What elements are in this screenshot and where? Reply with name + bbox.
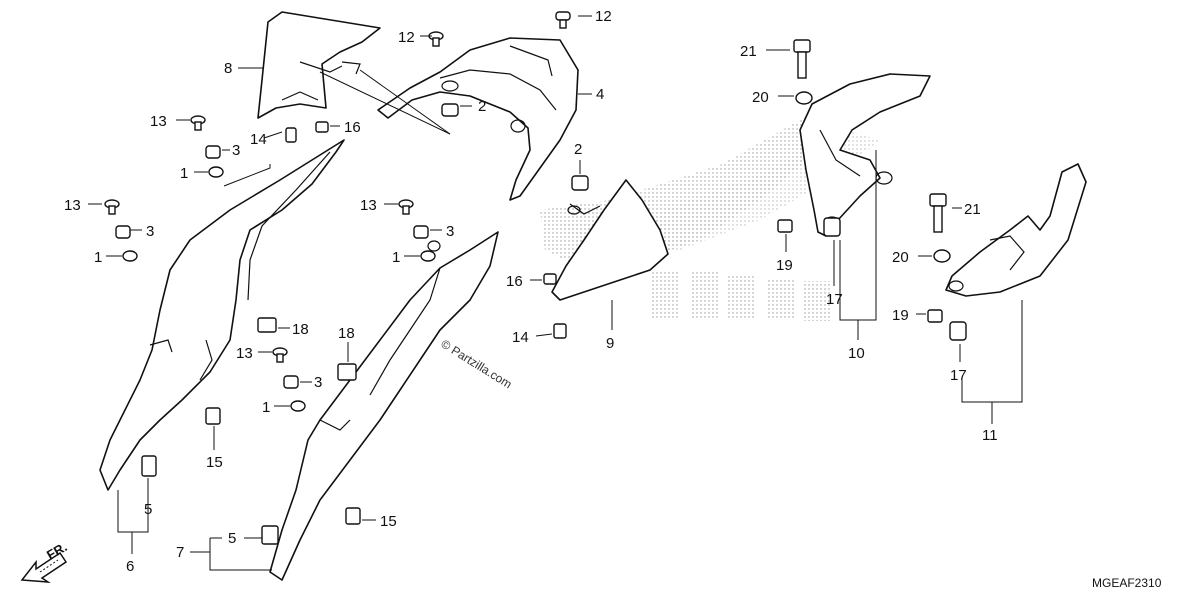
callout-8: 8 bbox=[224, 60, 232, 77]
leader-lines bbox=[88, 15, 1023, 571]
fasteners bbox=[104, 11, 967, 545]
callout-5a: 5 bbox=[144, 501, 152, 518]
callout-17b: 17 bbox=[950, 367, 967, 384]
callout-3b: 3 bbox=[146, 223, 154, 240]
part-11-grab-handle-right bbox=[945, 163, 1087, 297]
callout-13b: 13 bbox=[64, 197, 81, 214]
bolt-13c-icon bbox=[398, 199, 414, 215]
nut-18b-icon bbox=[337, 363, 357, 381]
clip-15b-icon bbox=[345, 507, 361, 525]
screw-12b-icon bbox=[428, 31, 444, 47]
part-10-grab-handle-left bbox=[799, 73, 931, 237]
washer-20a-icon bbox=[795, 91, 813, 105]
clip-16a-icon bbox=[315, 121, 329, 133]
callout-18a: 18 bbox=[292, 321, 309, 338]
grommet-17a-icon bbox=[823, 217, 841, 237]
pad-5a-icon bbox=[141, 455, 157, 477]
callout-19a: 19 bbox=[776, 257, 793, 274]
bolt-13d-icon bbox=[272, 347, 288, 363]
screw-14b-icon bbox=[553, 323, 567, 339]
part-7-side-cover-right bbox=[269, 231, 499, 581]
front-direction-indicator: FR. bbox=[20, 539, 70, 583]
diagram-code: MGEAF2310 bbox=[1092, 576, 1162, 590]
callout-5b: 5 bbox=[228, 530, 236, 547]
washer-1c-icon bbox=[420, 250, 436, 262]
front-label: FR. bbox=[44, 539, 70, 562]
part-8-seat-cowl-center bbox=[257, 11, 381, 119]
callout-14b: 14 bbox=[512, 329, 529, 346]
callout-16a: 16 bbox=[344, 119, 361, 136]
callout-13d: 13 bbox=[236, 345, 253, 362]
part-6-side-cover-left bbox=[99, 139, 345, 491]
callout-12a: 12 bbox=[595, 8, 612, 25]
callout-1d: 1 bbox=[262, 399, 270, 416]
callout-1b: 1 bbox=[94, 249, 102, 266]
nut-18a-icon bbox=[257, 317, 277, 333]
grommet-2b-icon bbox=[571, 175, 589, 191]
callout-7: 7 bbox=[176, 544, 184, 561]
front-arrow-icon bbox=[20, 551, 68, 583]
clip-19b-icon bbox=[927, 309, 943, 323]
part-4-rear-cowl bbox=[377, 37, 579, 201]
collar-3b-icon bbox=[115, 225, 131, 239]
callout-20b: 20 bbox=[892, 249, 909, 266]
washer-1b-icon bbox=[122, 250, 138, 262]
grommet-2a-icon bbox=[441, 103, 459, 117]
callout-6: 6 bbox=[126, 558, 134, 575]
clip-16b-icon bbox=[543, 273, 557, 285]
callout-2b: 2 bbox=[574, 141, 582, 158]
callout-21a: 21 bbox=[740, 43, 757, 60]
grommet-17b-icon bbox=[949, 321, 967, 341]
callout-9: 9 bbox=[606, 335, 614, 352]
callout-16b: 16 bbox=[506, 273, 523, 290]
bolt-21b-icon bbox=[929, 193, 947, 233]
collar-3a-icon bbox=[205, 145, 221, 159]
callout-10: 10 bbox=[848, 345, 865, 362]
callout-3d: 3 bbox=[314, 374, 322, 391]
callout-3a: 3 bbox=[232, 142, 240, 159]
washer-1d-icon bbox=[290, 400, 306, 412]
callout-13c: 13 bbox=[360, 197, 377, 214]
screw-14a-icon bbox=[285, 127, 297, 143]
callout-2a: 2 bbox=[478, 98, 486, 115]
callout-14a: 14 bbox=[250, 131, 267, 148]
washer-1a-icon bbox=[208, 166, 224, 178]
callout-20a: 20 bbox=[752, 89, 769, 106]
callout-labels: 12 12 2 4 8 13 3 1 14 16 13 3 1 13 3 1 2… bbox=[64, 8, 998, 575]
screw-12-icon bbox=[555, 11, 571, 29]
callout-1c: 1 bbox=[392, 249, 400, 266]
bolt-13a-icon bbox=[190, 115, 206, 131]
callout-13a: 13 bbox=[150, 113, 167, 130]
washer-20b-icon bbox=[933, 249, 951, 263]
bolt-13b-icon bbox=[104, 199, 120, 215]
callout-18b: 18 bbox=[338, 325, 355, 342]
callout-17a: 17 bbox=[826, 291, 843, 308]
callout-21b: 21 bbox=[964, 201, 981, 218]
clip-15a-icon bbox=[205, 407, 221, 425]
collar-3c-icon bbox=[413, 225, 429, 239]
callout-1a: 1 bbox=[180, 165, 188, 182]
callout-15a: 15 bbox=[206, 454, 223, 471]
collar-3d-icon bbox=[283, 375, 299, 389]
callout-4: 4 bbox=[596, 86, 604, 103]
pad-5b-icon bbox=[261, 525, 279, 545]
part-9-under-cowl bbox=[551, 179, 669, 301]
callout-3c: 3 bbox=[446, 223, 454, 240]
callout-11: 11 bbox=[982, 427, 998, 444]
callout-12b: 12 bbox=[398, 29, 415, 46]
clip-19a-icon bbox=[777, 219, 793, 233]
callout-15b: 15 bbox=[380, 513, 397, 530]
callout-19b: 19 bbox=[892, 307, 909, 324]
bolt-21a-icon bbox=[793, 39, 811, 79]
watermark-text: © Partzilla.com bbox=[438, 337, 514, 392]
honda-letters-watermark bbox=[650, 270, 832, 321]
